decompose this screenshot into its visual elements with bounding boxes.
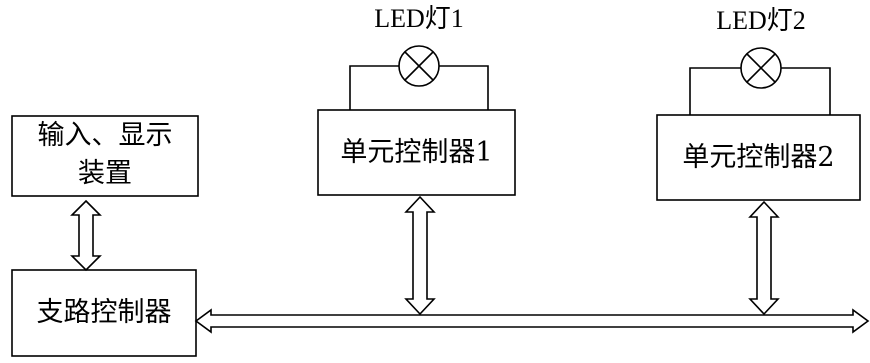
led-1-lamp-icon bbox=[398, 45, 440, 87]
unit-1-bus-double-arrow bbox=[404, 195, 436, 316]
io-branch-double-arrow bbox=[70, 199, 102, 272]
unit-controller-1-label: 单元控制器1 bbox=[340, 137, 493, 168]
led-1-label: LED灯1 bbox=[374, 4, 464, 33]
branch-controller-box bbox=[11, 269, 197, 357]
led-2-label: LED灯2 bbox=[716, 6, 806, 35]
unit-controller-1-box bbox=[317, 109, 516, 196]
branch-controller-label: 支路控制器 bbox=[36, 297, 172, 328]
led-2-lamp-icon bbox=[740, 47, 782, 89]
io-device-label-line1: 输入、显示 bbox=[37, 120, 173, 151]
unit-2-bus-double-arrow bbox=[748, 200, 780, 316]
bus-double-arrow bbox=[194, 308, 870, 334]
io-device-box bbox=[11, 115, 199, 197]
unit-controller-2-label: 单元控制器2 bbox=[682, 142, 835, 173]
unit-controller-2-box bbox=[656, 114, 861, 201]
io-device-label-line2: 装置 bbox=[78, 158, 132, 189]
